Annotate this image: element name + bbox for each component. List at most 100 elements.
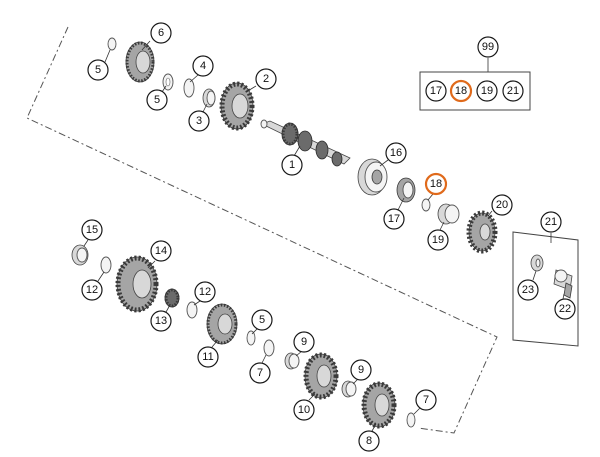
callout-c14: 14	[150, 240, 172, 262]
callout-c22: 22	[554, 298, 576, 320]
callout-number: 13	[155, 315, 167, 327]
callout-circle	[197, 346, 219, 368]
o-ring-part	[421, 198, 431, 212]
callout-c1: 1	[281, 154, 303, 176]
callout-c7b: 7	[415, 389, 437, 411]
callout-circle	[293, 331, 315, 353]
callout-number: 22	[559, 303, 571, 315]
washer-part-12b	[186, 301, 198, 319]
callout-circle	[517, 279, 539, 301]
callout-circle	[424, 172, 448, 196]
callout-number: 21	[507, 85, 519, 97]
callout-c3: 3	[188, 110, 210, 132]
washer-part	[162, 73, 174, 91]
bearing-part	[357, 158, 388, 196]
callout-number: 4	[200, 60, 206, 72]
callout-c18main: 18	[424, 172, 448, 196]
circlip-part	[107, 37, 117, 51]
callout-circle	[476, 80, 498, 102]
bolt-kit-box	[512, 231, 579, 347]
callout-circle	[358, 430, 380, 452]
callout-c21: 21	[540, 211, 562, 233]
callout-circle	[251, 309, 273, 331]
callout-k18: 18	[449, 79, 473, 103]
callout-circle	[477, 36, 499, 58]
callout-k17: 17	[425, 80, 447, 102]
callout-c8: 8	[358, 430, 380, 452]
callout-number: 12	[86, 284, 98, 296]
callout-c9a: 9	[293, 331, 315, 353]
callout-circle	[255, 68, 277, 90]
sprocket-part	[466, 210, 498, 254]
bolt-part	[553, 269, 573, 299]
callout-number: 18	[430, 178, 442, 190]
callout-number: 12	[199, 286, 211, 298]
callout-c19: 19	[427, 229, 449, 251]
kit-box	[419, 58, 531, 111]
circlip-part-7b	[406, 412, 416, 428]
callout-circle	[188, 110, 210, 132]
gear-part-2	[219, 81, 255, 131]
callout-number: 99	[482, 41, 494, 53]
callout-circle	[491, 194, 513, 216]
callout-circle	[449, 79, 473, 103]
washer-part-7a	[263, 339, 275, 357]
callout-circle	[502, 80, 524, 102]
callout-number: 9	[358, 364, 364, 376]
callout-number: 19	[481, 85, 493, 97]
callout-number: 6	[158, 27, 164, 39]
callout-c5b: 5	[146, 89, 168, 111]
callout-circle	[146, 89, 168, 111]
callout-circle	[249, 362, 271, 384]
seal-ring-part	[396, 177, 416, 203]
bushing-part-9b	[341, 380, 357, 398]
callout-k19: 19	[476, 80, 498, 102]
spacer-sleeve-part	[437, 203, 460, 225]
callout-c13: 13	[150, 310, 172, 332]
callout-circle	[540, 211, 562, 233]
callout-number: 11	[202, 351, 213, 363]
callout-circle	[150, 310, 172, 332]
main-shaft-part	[260, 119, 351, 167]
callout-number: 2	[263, 73, 269, 85]
callout-number: 7	[423, 394, 429, 406]
callout-c4: 4	[192, 55, 214, 77]
callout-number: 7	[257, 367, 263, 379]
callout-number: 16	[390, 147, 402, 159]
bushing-part	[202, 88, 216, 108]
gear-part-10	[303, 352, 339, 400]
callout-c17: 17	[383, 208, 405, 230]
bushing-part-9a	[284, 352, 300, 370]
callout-circle	[81, 279, 103, 301]
callout-c9b: 9	[350, 359, 372, 381]
callout-circle	[425, 80, 447, 102]
callout-number: 17	[388, 213, 400, 225]
callout-c23: 23	[517, 279, 539, 301]
callout-c20: 20	[491, 194, 513, 216]
callout-circle	[427, 229, 449, 251]
callout-circle	[194, 281, 216, 303]
callout-circle	[192, 55, 214, 77]
callout-number: 9	[301, 336, 307, 348]
callout-number: 23	[522, 284, 534, 296]
callout-circle	[293, 399, 315, 421]
callout-circle	[87, 59, 109, 81]
callout-c99: 99	[477, 36, 499, 58]
callout-c12a: 12	[81, 279, 103, 301]
callout-circle	[150, 240, 172, 262]
callout-circle	[415, 389, 437, 411]
callout-c10: 10	[293, 399, 315, 421]
needle-cage-part	[164, 288, 180, 308]
callout-c11: 11	[197, 346, 219, 368]
callout-circle	[350, 359, 372, 381]
callout-c7a: 7	[249, 362, 271, 384]
callout-number: 10	[298, 404, 310, 416]
callout-circle	[81, 219, 103, 241]
assembly-frame	[26, 26, 498, 434]
callout-c2: 2	[255, 68, 277, 90]
callout-number: 3	[196, 115, 202, 127]
callout-c12b: 12	[194, 281, 216, 303]
callout-c5a: 5	[87, 59, 109, 81]
